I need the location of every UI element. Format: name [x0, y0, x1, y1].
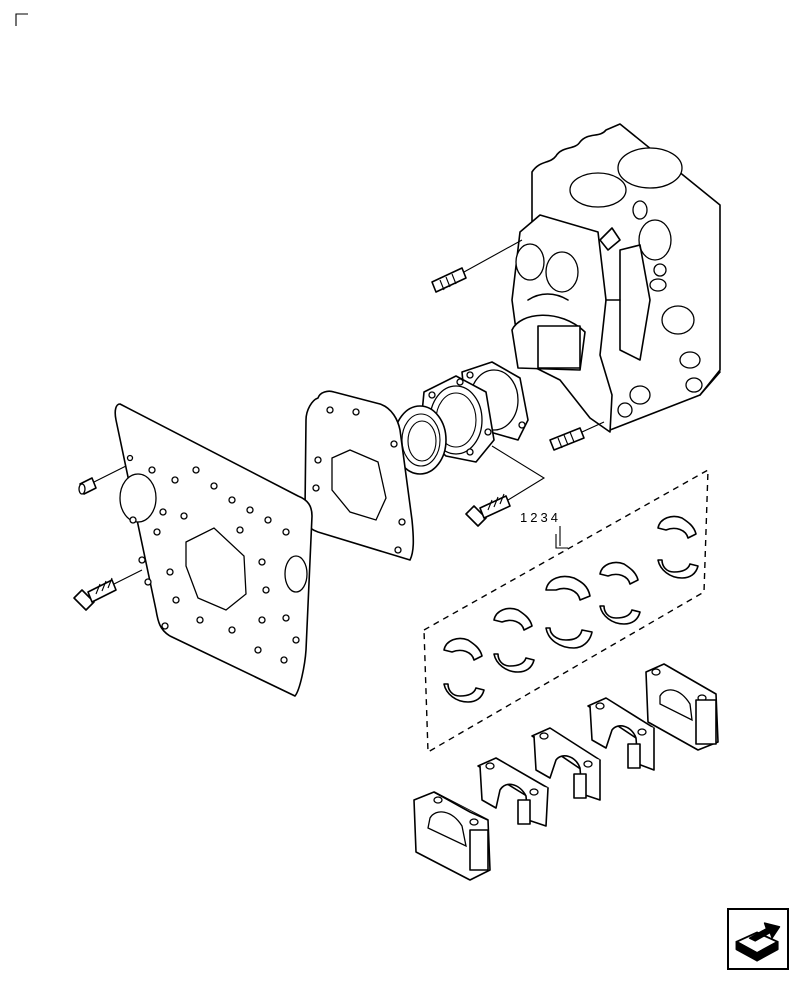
stud-bolt-lower [549, 421, 605, 451]
engine-block [511, 123, 721, 433]
forward-arrow-icon [735, 922, 781, 962]
dowel-pin [78, 465, 127, 495]
housing-gasket [303, 390, 415, 561]
corner-bracket-icon [15, 13, 28, 26]
bearing-set-group: 1234 [423, 468, 709, 754]
retainer-bolt [465, 445, 546, 527]
end-plate [114, 403, 313, 697]
next-page-button[interactable] [727, 908, 789, 970]
callout-label: 1234 [520, 510, 561, 525]
bearing-shells [443, 515, 699, 703]
plate-bolt [73, 569, 143, 611]
main-bearing-caps [413, 663, 719, 881]
stud-bolt-upper [431, 239, 523, 293]
